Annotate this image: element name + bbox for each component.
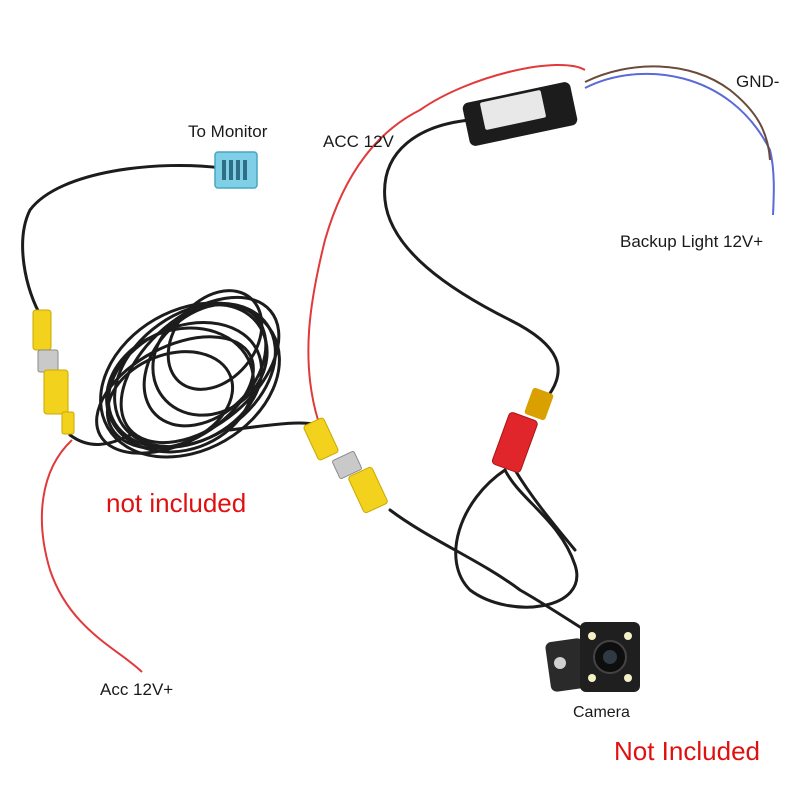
power-connector-icon [491, 387, 554, 473]
red-wire-acc-left [40, 439, 143, 673]
red-wires [40, 63, 586, 673]
label-gnd: GND- [736, 72, 780, 91]
label-not-included-cable: not included [106, 488, 247, 518]
rca-connector-center [303, 417, 388, 514]
monitor-connector-icon [214, 151, 258, 189]
blue-wire-backup [584, 72, 775, 216]
signal-wires [584, 65, 775, 216]
brown-wire-gnd [584, 65, 771, 161]
relay-module-icon [462, 82, 578, 146]
red-wire-relay [307, 63, 586, 421]
rca-connector-icon [32, 309, 75, 435]
camera-power-cable [513, 468, 577, 552]
monitor-cable [21, 163, 224, 320]
camera-icon [545, 622, 640, 692]
label-acc-12v-plus: Acc 12V+ [100, 680, 174, 699]
label-backup-light: Backup Light 12V+ [620, 232, 764, 251]
coiled-cable [95, 289, 281, 459]
label-acc-12v: ACC 12V [323, 132, 394, 151]
label-to-monitor: To Monitor [188, 122, 268, 141]
camera-cable [388, 508, 600, 640]
label-not-included-camera: Not Included [614, 736, 760, 766]
black-cables [21, 118, 600, 640]
relay-main-cable [383, 118, 560, 402]
label-camera: Camera [573, 704, 630, 721]
camera-loop-cable [454, 468, 579, 609]
